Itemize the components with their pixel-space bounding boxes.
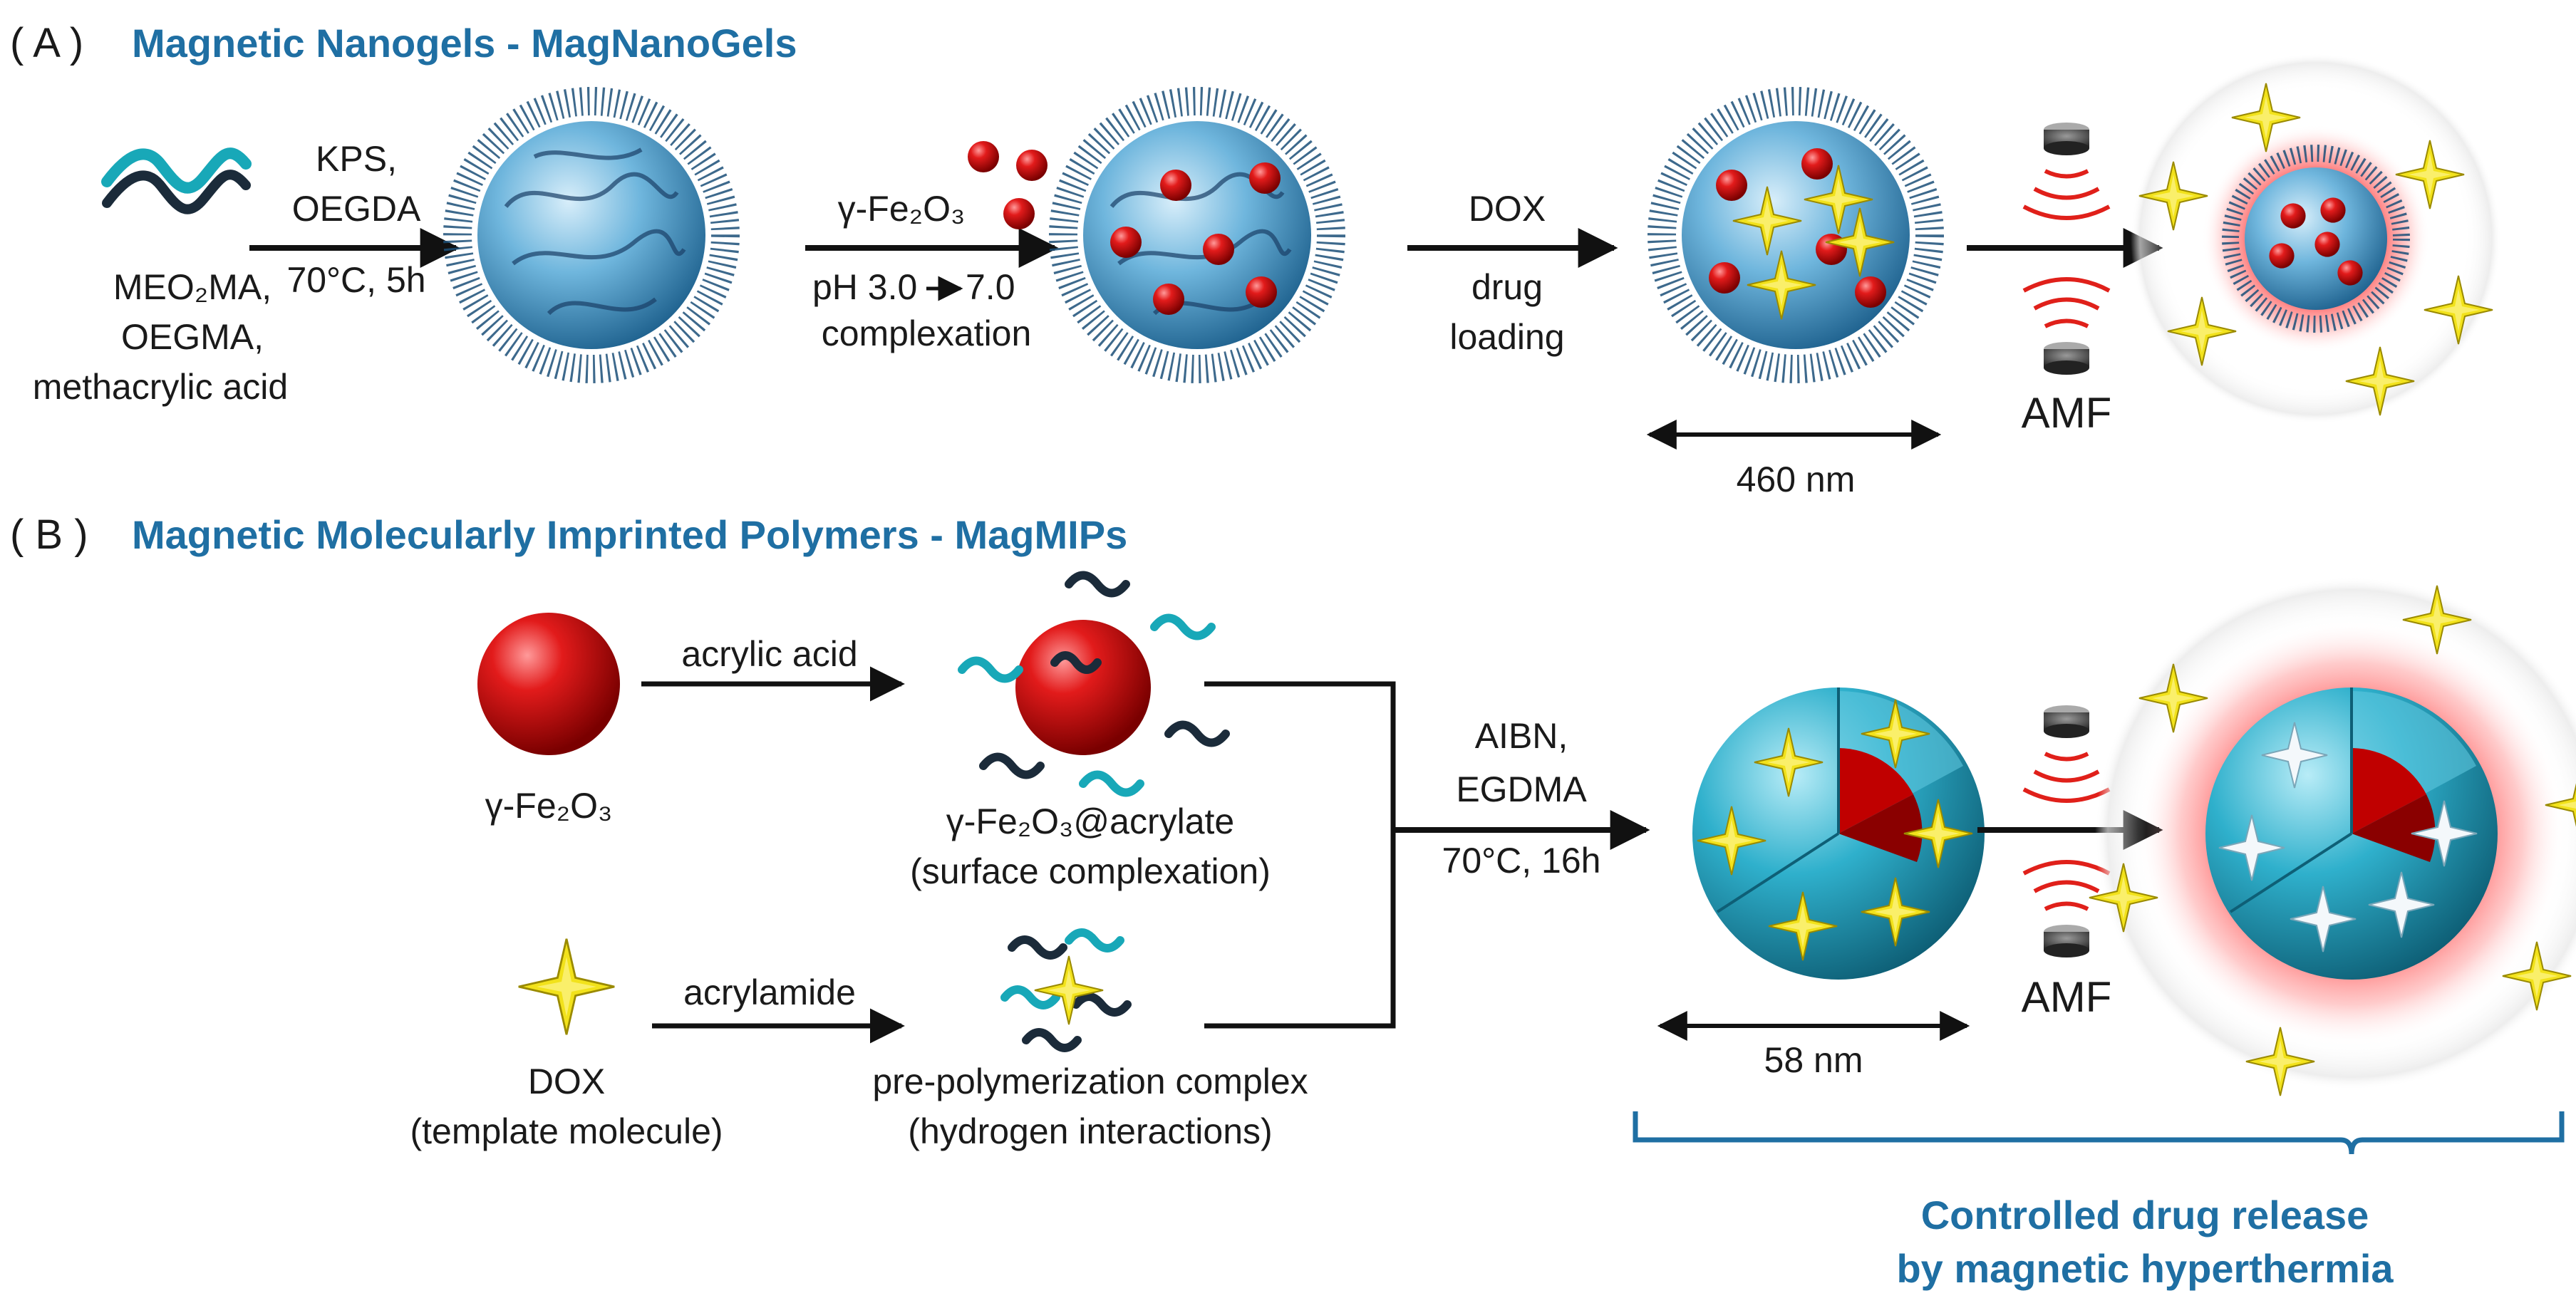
acrylic-acid-label: acrylic acid xyxy=(681,634,857,674)
polymerization-condition: 70°C, 16h xyxy=(1442,841,1601,881)
section-label-b: ( B ) xyxy=(10,512,88,558)
size-label-b: 58 nm xyxy=(1764,1040,1863,1080)
drug-loaded-nanogel xyxy=(1647,87,1944,383)
magnet-bottom-icon-b xyxy=(2044,925,2089,957)
drug-release-nanogel xyxy=(2131,53,2501,424)
complex-label-1: pre-polymerization complex xyxy=(872,1062,1308,1101)
step2-reagent: γ-Fe₂O₃ xyxy=(838,189,966,229)
step1-reagent-1: KPS, xyxy=(316,139,397,179)
magnet-bottom-icon-a xyxy=(2044,342,2089,375)
field-waves-icon-a xyxy=(2022,169,2111,328)
template-label: (template molecule) xyxy=(410,1111,723,1151)
section-label-a: ( A ) xyxy=(10,20,83,66)
maghemite-label: γ-Fe₂O₃ xyxy=(485,786,613,826)
maghemite-particles-icon xyxy=(968,141,1048,229)
magnetic-nanogel-particle xyxy=(1049,87,1345,383)
amf-label-b: AMF xyxy=(2022,973,2112,1021)
magnet-top-icon-a xyxy=(2044,123,2089,155)
step3-reagent: DOX xyxy=(1469,189,1546,229)
dox-label: DOX xyxy=(528,1062,605,1101)
polymerization-reagent-2: EGDMA xyxy=(1456,769,1587,809)
step3-label-2: loading xyxy=(1449,317,1564,357)
conclusion-line-1: Controlled drug release xyxy=(1921,1193,2369,1237)
panel-a-title: Magnetic Nanogels - MagNanoGels xyxy=(132,21,797,66)
step1-reagent-2: OEGDA xyxy=(292,189,421,229)
complex-label-2: (hydrogen interactions) xyxy=(908,1111,1272,1151)
step3-label-1: drug xyxy=(1471,267,1543,307)
pre-polymerization-complex-icon xyxy=(1000,928,1132,1052)
monomer-label-3: methacrylic acid xyxy=(33,367,288,407)
amf-label-a: AMF xyxy=(2022,389,2112,437)
loaded-mip-particle xyxy=(1692,687,1985,980)
step2-ph-end: 7.0 xyxy=(966,267,1015,307)
drug-release-mip-particle xyxy=(2089,577,2576,1096)
maghemite-nanoparticle xyxy=(477,613,620,755)
acrylate-label-1: γ-Fe₂O₃@acrylate xyxy=(946,801,1235,841)
magnet-top-icon-b xyxy=(2044,705,2089,738)
acrylamide-label: acrylamide xyxy=(683,972,856,1012)
monomer-label-2: OEGMA, xyxy=(121,317,264,357)
step2-condition: complexation xyxy=(822,313,1032,353)
monomer-chain-icon xyxy=(101,147,252,214)
conclusion-line-2: by magnetic hyperthermia xyxy=(1896,1246,2394,1291)
conclusion-bracket xyxy=(1633,1111,2565,1155)
acrylate-label-2: (surface complexation) xyxy=(910,851,1271,891)
nanogel-particle xyxy=(443,87,740,383)
panel-b-title: Magnetic Molecularly Imprinted Polymers … xyxy=(132,512,1127,557)
dox-template-icon xyxy=(517,938,616,1036)
merge-bracket xyxy=(1204,681,1396,1029)
monomer-label-1: MEO₂MA, xyxy=(113,267,271,307)
acrylate-coated-nanoparticle xyxy=(958,571,1230,797)
size-label-a: 460 nm xyxy=(1737,460,1856,499)
step1-condition: 70°C, 5h xyxy=(286,260,425,300)
step2-ph-start: pH 3.0 xyxy=(812,267,917,307)
polymerization-reagent-1: AIBN, xyxy=(1475,716,1568,756)
